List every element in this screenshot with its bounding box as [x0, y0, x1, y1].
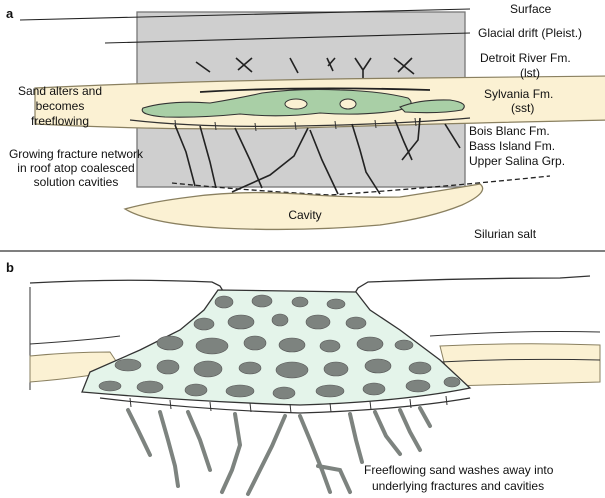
label-glacial-drift: Glacial drift (Pleist.): [478, 26, 582, 40]
freeflowing-sand-slurry: [81, 289, 472, 406]
collapsed-bed-ticks: [129, 395, 448, 414]
label-detroit-river: Detroit River Fm.: [480, 51, 571, 65]
fracture-note: Growing fracture network in roof atop co…: [9, 147, 144, 189]
label-detroit-river-lithology: (lst): [520, 66, 540, 80]
panel-b-letter: b: [6, 260, 14, 275]
roof-fracture-network: [174, 117, 461, 195]
label-surface: Surface: [510, 2, 552, 16]
panel-b-caption: Freeflowing sand washes away into underl…: [364, 463, 554, 493]
fracture-note-line-1: Growing fracture network: [9, 147, 144, 161]
cavity-roof-dashed: [171, 175, 551, 196]
sand-pocket: [339, 98, 357, 110]
rock-clasts: [98, 294, 461, 400]
fracture-note-line-2: in roof atop coalesced: [17, 161, 134, 175]
collapsed-bed-base: [99, 397, 471, 414]
salt-cavity: [123, 183, 484, 231]
sand-note-line-3: freeflowing: [31, 114, 89, 128]
cavity-label: Cavity: [288, 208, 321, 222]
sand-top-contact: [199, 87, 431, 93]
sand-base-contact: [129, 117, 471, 128]
altered-sand-lens-right: [399, 99, 465, 114]
surface-leader: [19, 8, 471, 21]
label-upper-salina: Upper Salina Grp.: [469, 154, 565, 168]
caption-line-1: Freeflowing sand washes away into: [364, 463, 554, 477]
fracture-note-line-3: solution cavities: [34, 175, 119, 189]
limestone-fractures: [195, 57, 415, 78]
sand-filled-fractures: [126, 406, 432, 496]
bedding-line-right-2: [439, 358, 601, 363]
label-bass-island: Bass Island Fm.: [469, 139, 555, 153]
sand-pocket: [284, 98, 308, 110]
glacial-drift-leader: [104, 32, 471, 44]
panel-a-letter: a: [6, 6, 14, 21]
label-bois-blanc: Bois Blanc Fm.: [469, 124, 550, 138]
bedding-line-right: [429, 331, 601, 337]
silurian-salt-label: Silurian salt: [474, 227, 537, 241]
label-sylvania: Sylvania Fm.: [484, 87, 553, 101]
sand-alters-note: Sand alters and becomes freeflowing: [18, 84, 102, 128]
panel-a-layer-labels: Surface Glacial drift (Pleist.) Detroit …: [469, 2, 582, 168]
bedding-line-left: [29, 335, 121, 345]
sand-band-right: [439, 343, 601, 387]
sand-note-line-2: becomes: [36, 99, 85, 113]
label-sylvania-lithology: (sst): [511, 101, 534, 115]
caption-line-2: underlying fractures and cavities: [372, 479, 544, 493]
sand-note-line-1: Sand alters and: [18, 84, 102, 98]
